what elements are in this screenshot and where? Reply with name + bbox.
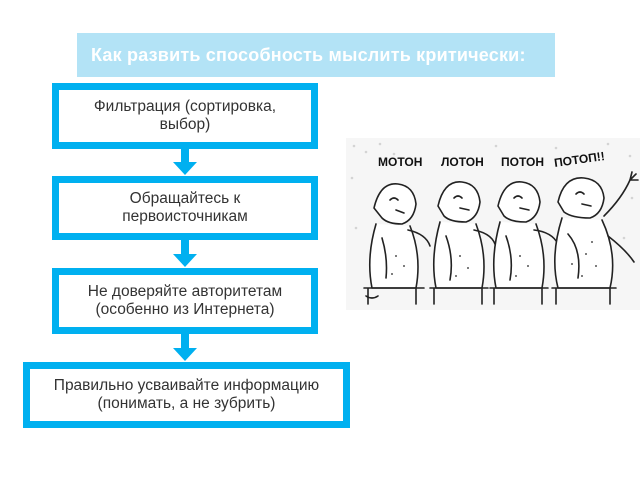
woman-figure-1 xyxy=(363,183,431,305)
woman-figure-3 xyxy=(489,181,559,305)
slide-title-bar: Как развить способность мыслить критичес… xyxy=(77,33,555,77)
arrow-down-icon xyxy=(173,334,197,361)
woman-figure-4 xyxy=(551,171,639,305)
slide-title: Как развить способность мыслить критичес… xyxy=(91,44,526,65)
arrow-down-icon xyxy=(173,240,197,267)
step-label-filtering: Фильтрация (сортировка, выбор) xyxy=(93,98,277,133)
step-box-learn-properly: Правильно усваивайте информацию (понимат… xyxy=(23,362,350,428)
speech-word-1: МОТОН xyxy=(378,155,422,169)
step-label-primary-sources: Обращайтесь к первоисточникам xyxy=(122,190,248,225)
speech-word-2: ЛОТОН xyxy=(441,155,484,169)
step-label-learn-properly: Правильно усваивайте информацию (понимат… xyxy=(53,377,320,412)
arrow-down-icon xyxy=(173,149,197,175)
step-box-primary-sources: Обращайтесь к первоисточникам xyxy=(52,176,318,240)
step-box-filtering: Фильтрация (сортировка, выбор) xyxy=(52,83,318,149)
step-label-distrust-authorities: Не доверяйте авторитетам (особенно из Ин… xyxy=(87,283,283,318)
step-box-distrust-authorities: Не доверяйте авторитетам (особенно из Ин… xyxy=(52,268,318,334)
speech-word-3: ПОТОН xyxy=(501,155,544,169)
woman-figure-2 xyxy=(429,181,497,305)
halftone-pattern xyxy=(350,142,634,240)
gossip-cartoon-illustration: МОТОН ЛОТОН ПОТОН ПОТОП!! xyxy=(346,138,640,310)
